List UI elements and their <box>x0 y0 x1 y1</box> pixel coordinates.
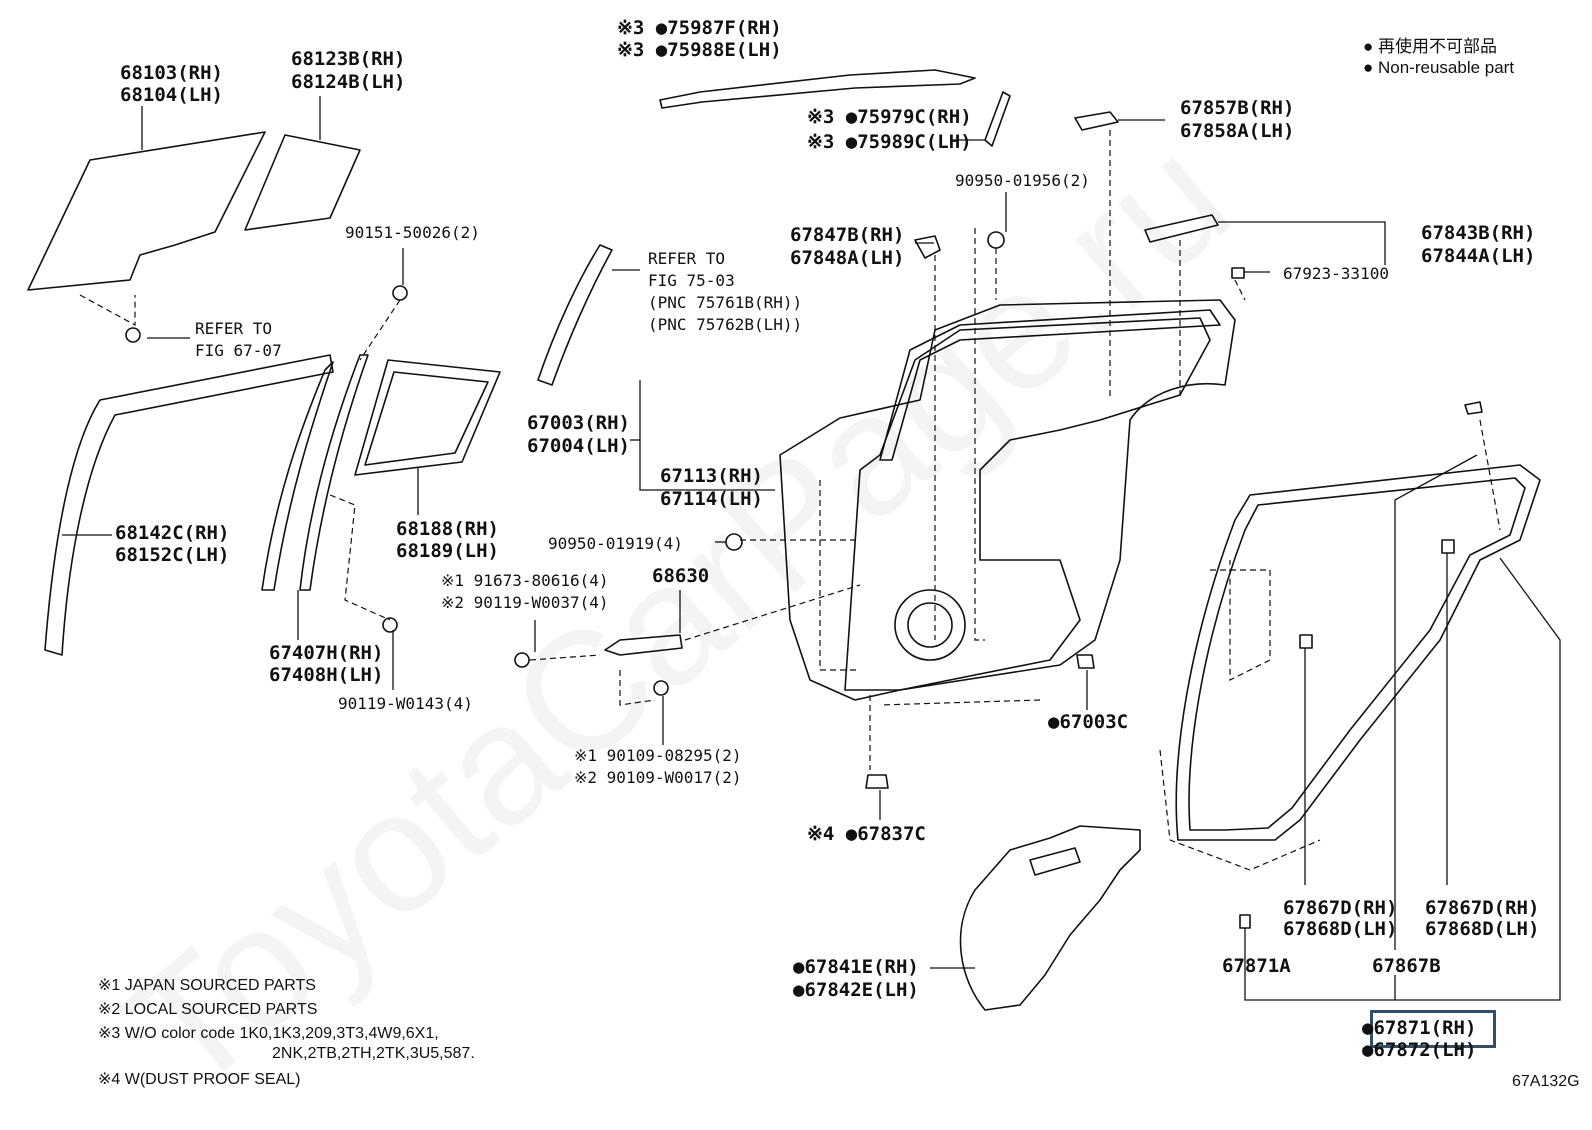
label-67004: 67004(LH) <box>527 435 630 457</box>
label-68188: 68188(RH) <box>396 518 499 540</box>
legend-en: ● Non-reusable part <box>1363 58 1515 77</box>
clip-67867b <box>1464 401 1483 415</box>
label-67408h: 67408H(LH) <box>269 664 384 686</box>
label-refer-1a: REFER TO <box>195 319 273 338</box>
bolt-refer <box>125 327 141 343</box>
parts-diagram <box>27 69 1561 1011</box>
label-67857b: 67857B(RH) <box>1180 97 1295 119</box>
service-hole-cover <box>959 825 1141 1011</box>
rear-channel <box>299 354 369 591</box>
check-arm-68630 <box>604 634 683 656</box>
label-refer-1b: FIG 67-07 <box>195 341 282 360</box>
label-67868d-left-lh: 67868D(LH) <box>1283 918 1398 940</box>
legend-jp: ● 再使用不可部品 <box>1363 37 1497 56</box>
bracket-67857 <box>1074 111 1119 131</box>
clip-67871a <box>1239 914 1251 929</box>
label-67867d-right-rh: 67867D(RH) <box>1425 897 1540 919</box>
note-3: ※3 W/O color code 1K0,1K3,209,3T3,4W9,6X… <box>98 1025 439 1042</box>
label-67867d-left-rh: 67867D(RH) <box>1283 897 1398 919</box>
pillar-garnish <box>984 91 1011 147</box>
label-67848a: 67848A(LH) <box>790 247 905 269</box>
highlighted-part-box <box>1370 1010 1496 1048</box>
label-68152c: 68152C(LH) <box>115 544 230 566</box>
label-67842e: ●67842E(LH) <box>793 979 919 1001</box>
division-bar <box>261 361 334 591</box>
label-68630: 68630 <box>652 565 710 587</box>
label-67114: 67114(LH) <box>660 488 763 510</box>
label-91673: ※1 91673-80616(4) <box>441 571 609 590</box>
label-67923: 67923-33100 <box>1283 264 1389 283</box>
label-90151: 90151-50026(2) <box>345 223 480 242</box>
seal-67837c <box>865 774 889 789</box>
label-67113: 67113(RH) <box>660 465 763 487</box>
label-refer-2c: (PNC 75761B(RH)) <box>648 293 803 312</box>
label-90119-w0037: ※2 90119-W0037(4) <box>441 593 609 612</box>
label-67871[interactable]: ●67871(RH) <box>1362 1017 1477 1039</box>
clip-67847 <box>914 235 941 259</box>
seal-67003c <box>1076 654 1095 669</box>
label-90119-w0143: 90119-W0143(4) <box>338 694 473 713</box>
bolt-90109 <box>653 680 669 696</box>
label-67843b: 67843B(RH) <box>1421 222 1536 244</box>
note-1: ※1 JAPAN SOURCED PARTS <box>98 977 316 994</box>
label-67844a: 67844A(LH) <box>1421 245 1536 267</box>
label-67858a: 67858A(LH) <box>1180 120 1295 142</box>
note-4: ※4 W(DUST PROOF SEAL) <box>98 1071 301 1088</box>
bolt-91673 <box>514 652 530 668</box>
label-67003c: ●67003C <box>1048 711 1129 733</box>
quarter-glass <box>244 134 361 231</box>
label-67407h: 67407H(RH) <box>269 642 384 664</box>
door-inner-panel <box>844 317 1211 691</box>
label-68104: 68104(LH) <box>120 84 223 106</box>
speaker-hole <box>894 589 966 661</box>
label-refer-2a: REFER TO <box>648 249 726 268</box>
door-weatherstrip <box>1175 464 1541 841</box>
label-68142c: 68142C(RH) <box>115 522 230 544</box>
clip-67923 <box>1231 267 1245 279</box>
label-68123b: 68123B(RH) <box>291 48 406 70</box>
label-68124b: 68124B(LH) <box>291 71 406 93</box>
label-75989c: ※3 ●75989C(LH) <box>807 131 972 153</box>
label-90109-08295: ※1 90109-08295(2) <box>574 746 742 765</box>
bolt-90151 <box>392 285 408 301</box>
label-67872: ●67872(LH) <box>1362 1039 1477 1061</box>
diagram-code: 67A132G <box>1512 1073 1580 1090</box>
bolt-90119 <box>382 617 398 633</box>
glass-run <box>44 354 334 656</box>
label-refer-2b: FIG 75-03 <box>648 271 735 290</box>
door-glass-front <box>27 131 266 291</box>
label-67868d-right-lh: 67868D(LH) <box>1425 918 1540 940</box>
label-90109-w0017: ※2 90109-W0017(2) <box>574 768 742 787</box>
window-sash <box>537 244 613 386</box>
label-68189: 68189(LH) <box>396 540 499 562</box>
label-67867b: 67867B <box>1372 955 1441 977</box>
belt-moulding <box>659 69 976 109</box>
label-67871a: 67871A <box>1222 955 1291 977</box>
label-67841e: ●67841E(RH) <box>793 956 919 978</box>
quarter-frame <box>354 359 501 476</box>
label-refer-2d: (PNC 75762B(LH)) <box>648 315 803 334</box>
label-68103: 68103(RH) <box>120 62 223 84</box>
door-outer-panel <box>779 299 1236 701</box>
label-90950-01919: 90950-01919(4) <box>548 534 683 553</box>
note-3-cont: 2NK,2TB,2TH,2TK,3U5,587. <box>272 1045 475 1062</box>
label-67847b: 67847B(RH) <box>790 224 905 246</box>
label-67003: 67003(RH) <box>527 412 630 434</box>
label-67837c: ※4 ●67837C <box>807 823 926 845</box>
label-75987f: ※3 ●75987F(RH) <box>617 17 782 39</box>
note-2: ※2 LOCAL SOURCED PARTS <box>98 1001 318 1018</box>
bracket-67843 <box>1144 214 1219 243</box>
label-75979c: ※3 ●75979C(RH) <box>807 106 972 128</box>
label-90950-01956: 90950-01956(2) <box>955 171 1090 190</box>
label-75988e: ※3 ●75988E(LH) <box>617 39 782 61</box>
clip-67867d <box>1299 539 1455 649</box>
